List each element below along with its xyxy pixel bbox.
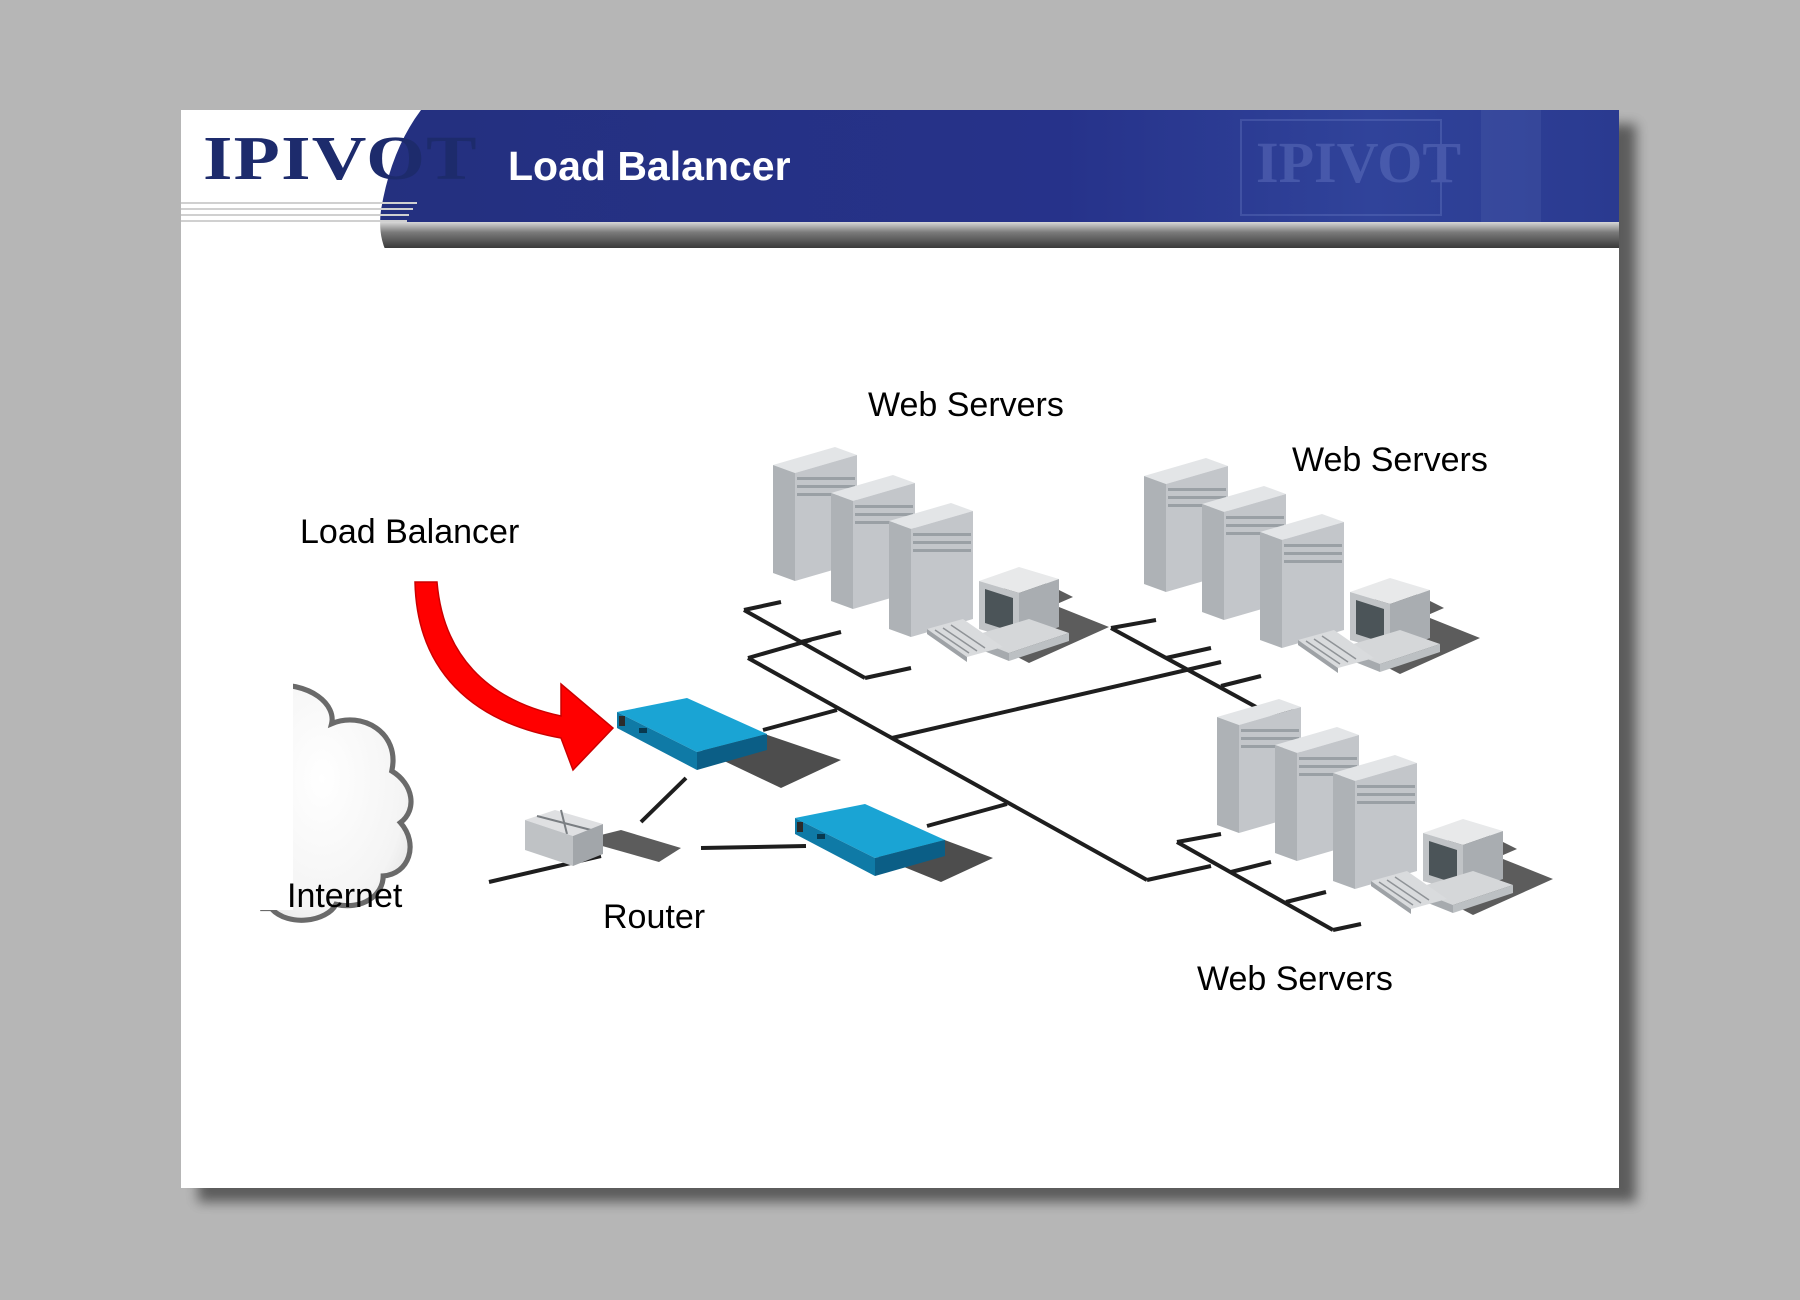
label-load-balancer: Load Balancer bbox=[300, 513, 520, 551]
red-arrow-icon bbox=[414, 581, 615, 772]
slide: IPIVOT bbox=[181, 110, 1619, 1188]
web-server-group-right bbox=[1144, 458, 1480, 674]
label-internet: Internet bbox=[287, 877, 403, 915]
label-web-servers-bottom: Web Servers bbox=[1197, 960, 1393, 998]
ipivot-logo: IPIVOT bbox=[203, 125, 478, 193]
label-web-servers-right: Web Servers bbox=[1292, 441, 1488, 479]
label-web-servers-top: Web Servers bbox=[868, 386, 1064, 424]
load-balancer-device-2-icon bbox=[795, 804, 993, 882]
label-router: Router bbox=[603, 898, 706, 936]
web-server-group-top bbox=[773, 447, 1109, 663]
svg-text:IPIVOT: IPIVOT bbox=[1256, 130, 1461, 195]
slide-title: Load Balancer bbox=[508, 143, 791, 189]
slide-header: IPIVOT bbox=[181, 110, 1619, 260]
router-icon bbox=[525, 809, 681, 866]
diagram-canvas: IPIVOT bbox=[181, 110, 1619, 932]
internet-cloud-icon bbox=[241, 670, 414, 923]
network-links bbox=[488, 600, 1362, 932]
web-server-group-bottom bbox=[1217, 699, 1553, 915]
load-balancer-device-icon bbox=[617, 698, 841, 788]
